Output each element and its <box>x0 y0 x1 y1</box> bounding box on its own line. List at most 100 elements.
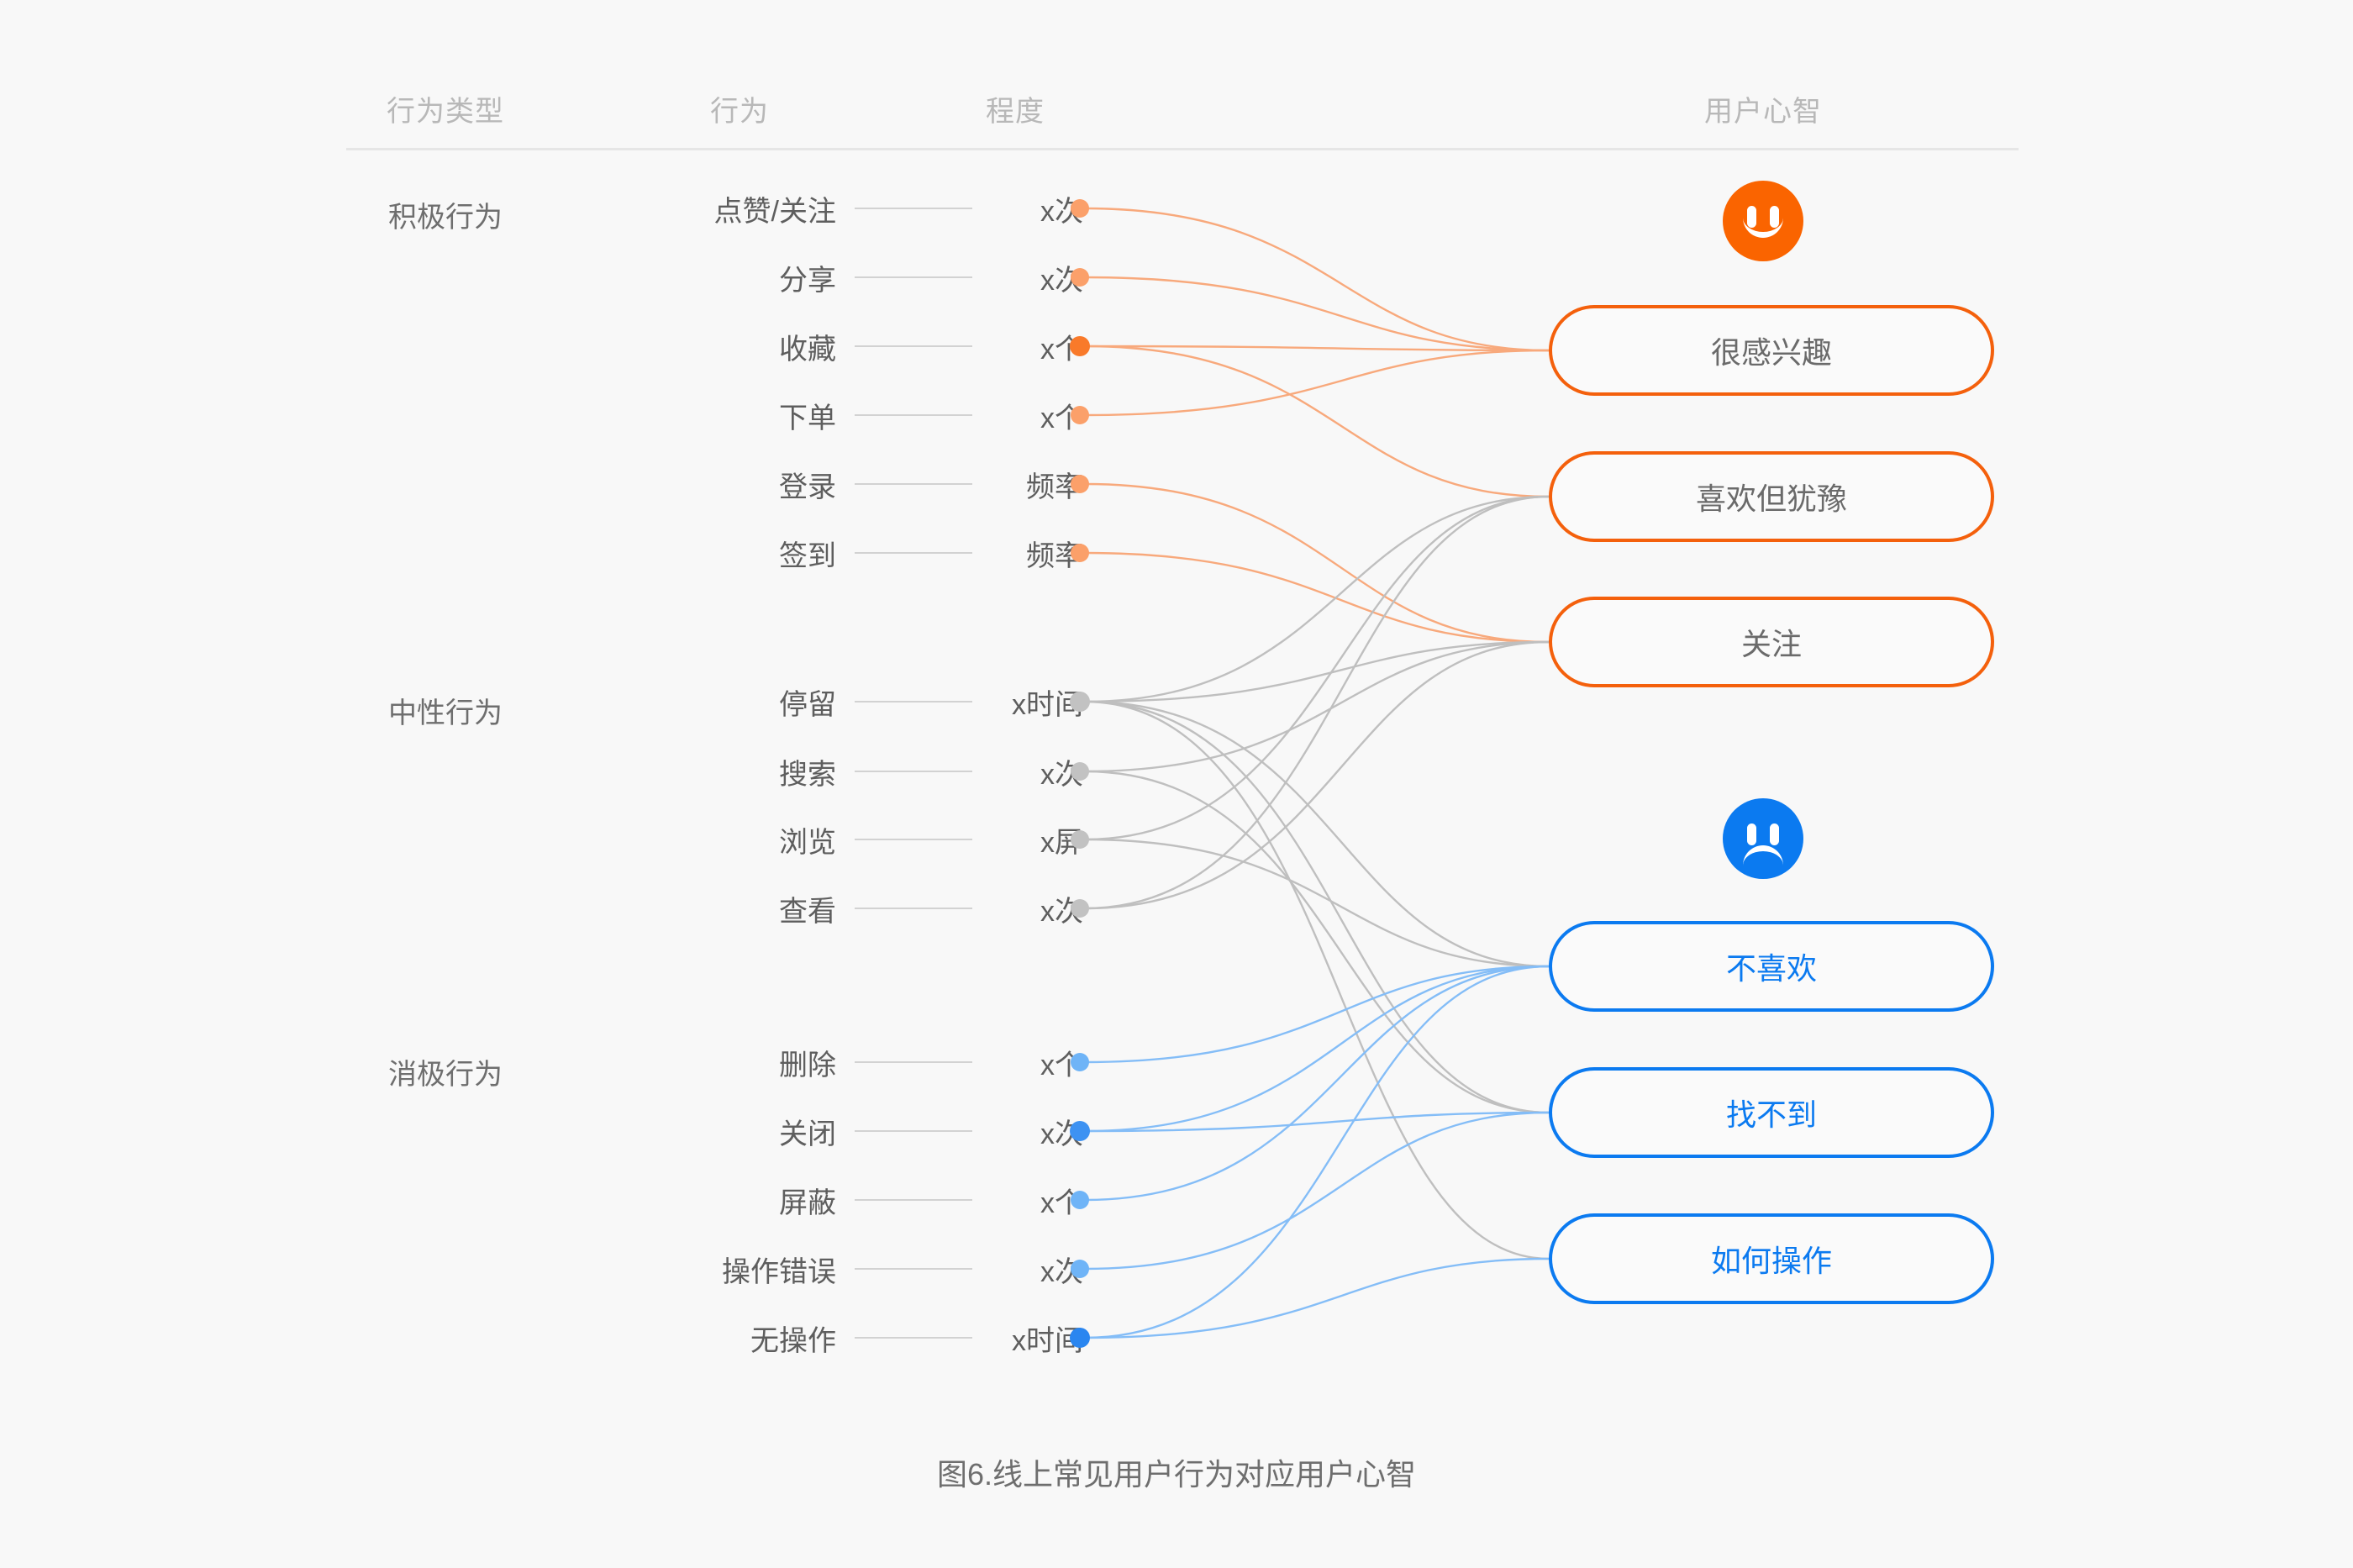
behavior-group-label-2: 消极行为 <box>388 1059 503 1091</box>
behavior-row: 签到 频率 <box>643 534 1083 572</box>
mind-state-pill-2[interactable]: 关注 <box>1549 597 1994 687</box>
column-header-1: 行为 <box>710 96 769 128</box>
face-eye <box>1747 206 1756 228</box>
behavior-node-dot <box>1071 199 1089 218</box>
behavior-group-label-0: 积极行为 <box>388 202 503 234</box>
face-mouth <box>1743 218 1783 238</box>
link-curve <box>1084 838 1550 968</box>
face-mouth <box>1743 845 1783 866</box>
figure-caption: 图6.线上常见用户行为对应用户心智 <box>936 1457 1417 1492</box>
mind-state-pill-3[interactable]: 不喜欢 <box>1549 921 1994 1012</box>
behavior-degree: 频率 <box>1026 539 1083 572</box>
behavior-row: 操作错误 x次 <box>643 1250 1083 1288</box>
behavior-connector-dash <box>855 414 972 416</box>
link-curve <box>1084 700 1550 1114</box>
link-curve <box>1084 965 1550 1202</box>
behavior-connector-dash <box>855 839 972 840</box>
behavior-degree: x次 <box>1040 895 1083 928</box>
behavior-connector-dash <box>855 552 972 554</box>
column-header-3: 用户心智 <box>1704 96 1822 128</box>
behavior-name: 登录 <box>779 471 836 503</box>
behavior-name: 删除 <box>779 1049 836 1081</box>
link-curve <box>1084 640 1550 703</box>
behavior-degree: x个 <box>1040 1049 1083 1081</box>
link-curve <box>1084 700 1550 968</box>
happy-face-icon <box>1723 181 1803 261</box>
behavior-node-dot <box>1071 544 1089 562</box>
link-curve <box>1084 1111 1550 1133</box>
mind-state-label: 如何操作 <box>1710 1244 1832 1278</box>
behavior-connector-dash <box>855 208 972 209</box>
behavior-row: 删除 x个 <box>643 1043 1083 1081</box>
mind-state-label: 找不到 <box>1725 1097 1817 1132</box>
link-curve <box>1084 207 1550 352</box>
face-eye <box>1747 823 1756 845</box>
behavior-node-dot <box>1071 830 1089 849</box>
behavior-node-dot <box>1071 1191 1089 1209</box>
behavior-name: 屏蔽 <box>779 1187 836 1219</box>
link-curve <box>1084 965 1550 1339</box>
link-curve <box>1084 495 1550 703</box>
behavior-connector-dash <box>855 1130 972 1132</box>
link-curve <box>1084 965 1550 1133</box>
behavior-name: 无操作 <box>750 1324 836 1357</box>
column-header-2: 程度 <box>986 96 1045 128</box>
behavior-group-label-1: 中性行为 <box>388 697 503 729</box>
behavior-degree: x个 <box>1040 1187 1083 1219</box>
behavior-name: 下单 <box>779 402 836 434</box>
face-eye <box>1770 823 1779 845</box>
behavior-degree: 频率 <box>1026 471 1083 503</box>
link-curve <box>1084 551 1550 644</box>
link-curve <box>1084 640 1550 773</box>
behavior-node-dot <box>1071 268 1089 287</box>
behavior-node-dot <box>1070 336 1090 356</box>
link-curve <box>1084 770 1550 1114</box>
behavior-node-dot <box>1071 1260 1089 1278</box>
behavior-connector-dash <box>855 276 972 278</box>
link-curve <box>1084 345 1550 352</box>
link-curve <box>1084 1111 1550 1271</box>
behavior-connector-dash <box>855 771 972 772</box>
behavior-degree: x次 <box>1040 1255 1083 1288</box>
behavior-connector-dash <box>855 1268 972 1270</box>
behavior-name: 签到 <box>779 539 836 572</box>
behavior-connector-dash <box>855 908 972 909</box>
behavior-name: 收藏 <box>779 333 836 366</box>
mind-state-pill-0[interactable]: 很感兴趣 <box>1549 305 1994 396</box>
behavior-row: 屏蔽 x个 <box>643 1181 1083 1219</box>
behavior-node-dot <box>1071 475 1089 493</box>
behavior-connector-dash <box>855 345 972 347</box>
link-curve <box>1084 345 1550 498</box>
mind-state-label: 喜欢但犹豫 <box>1695 481 1847 516</box>
behavior-name: 点赞/关注 <box>713 195 836 228</box>
mind-state-label: 关注 <box>1740 627 1802 661</box>
link-curve <box>1084 482 1550 644</box>
behavior-degree: x次 <box>1040 758 1083 791</box>
behavior-name: 操作错误 <box>722 1255 836 1288</box>
behavior-degree: x屏 <box>1040 826 1083 859</box>
mind-state-pill-1[interactable]: 喜欢但犹豫 <box>1549 451 1994 542</box>
mind-state-label: 很感兴趣 <box>1710 335 1832 370</box>
link-curve <box>1084 965 1550 1064</box>
behavior-name: 关闭 <box>779 1118 836 1150</box>
behavior-node-dot <box>1070 1328 1090 1348</box>
behavior-connector-dash <box>855 1337 972 1339</box>
behavior-node-dot <box>1070 692 1090 712</box>
link-curve <box>1084 1257 1550 1339</box>
behavior-name: 停留 <box>779 688 836 721</box>
link-curve <box>1084 276 1550 352</box>
behavior-node-dot <box>1071 762 1089 781</box>
behavior-connector-dash <box>855 483 972 485</box>
behavior-connector-dash <box>855 1199 972 1201</box>
link-curve <box>1084 495 1550 841</box>
mind-state-pill-5[interactable]: 如何操作 <box>1549 1213 1994 1304</box>
mind-state-pill-4[interactable]: 找不到 <box>1549 1067 1994 1158</box>
